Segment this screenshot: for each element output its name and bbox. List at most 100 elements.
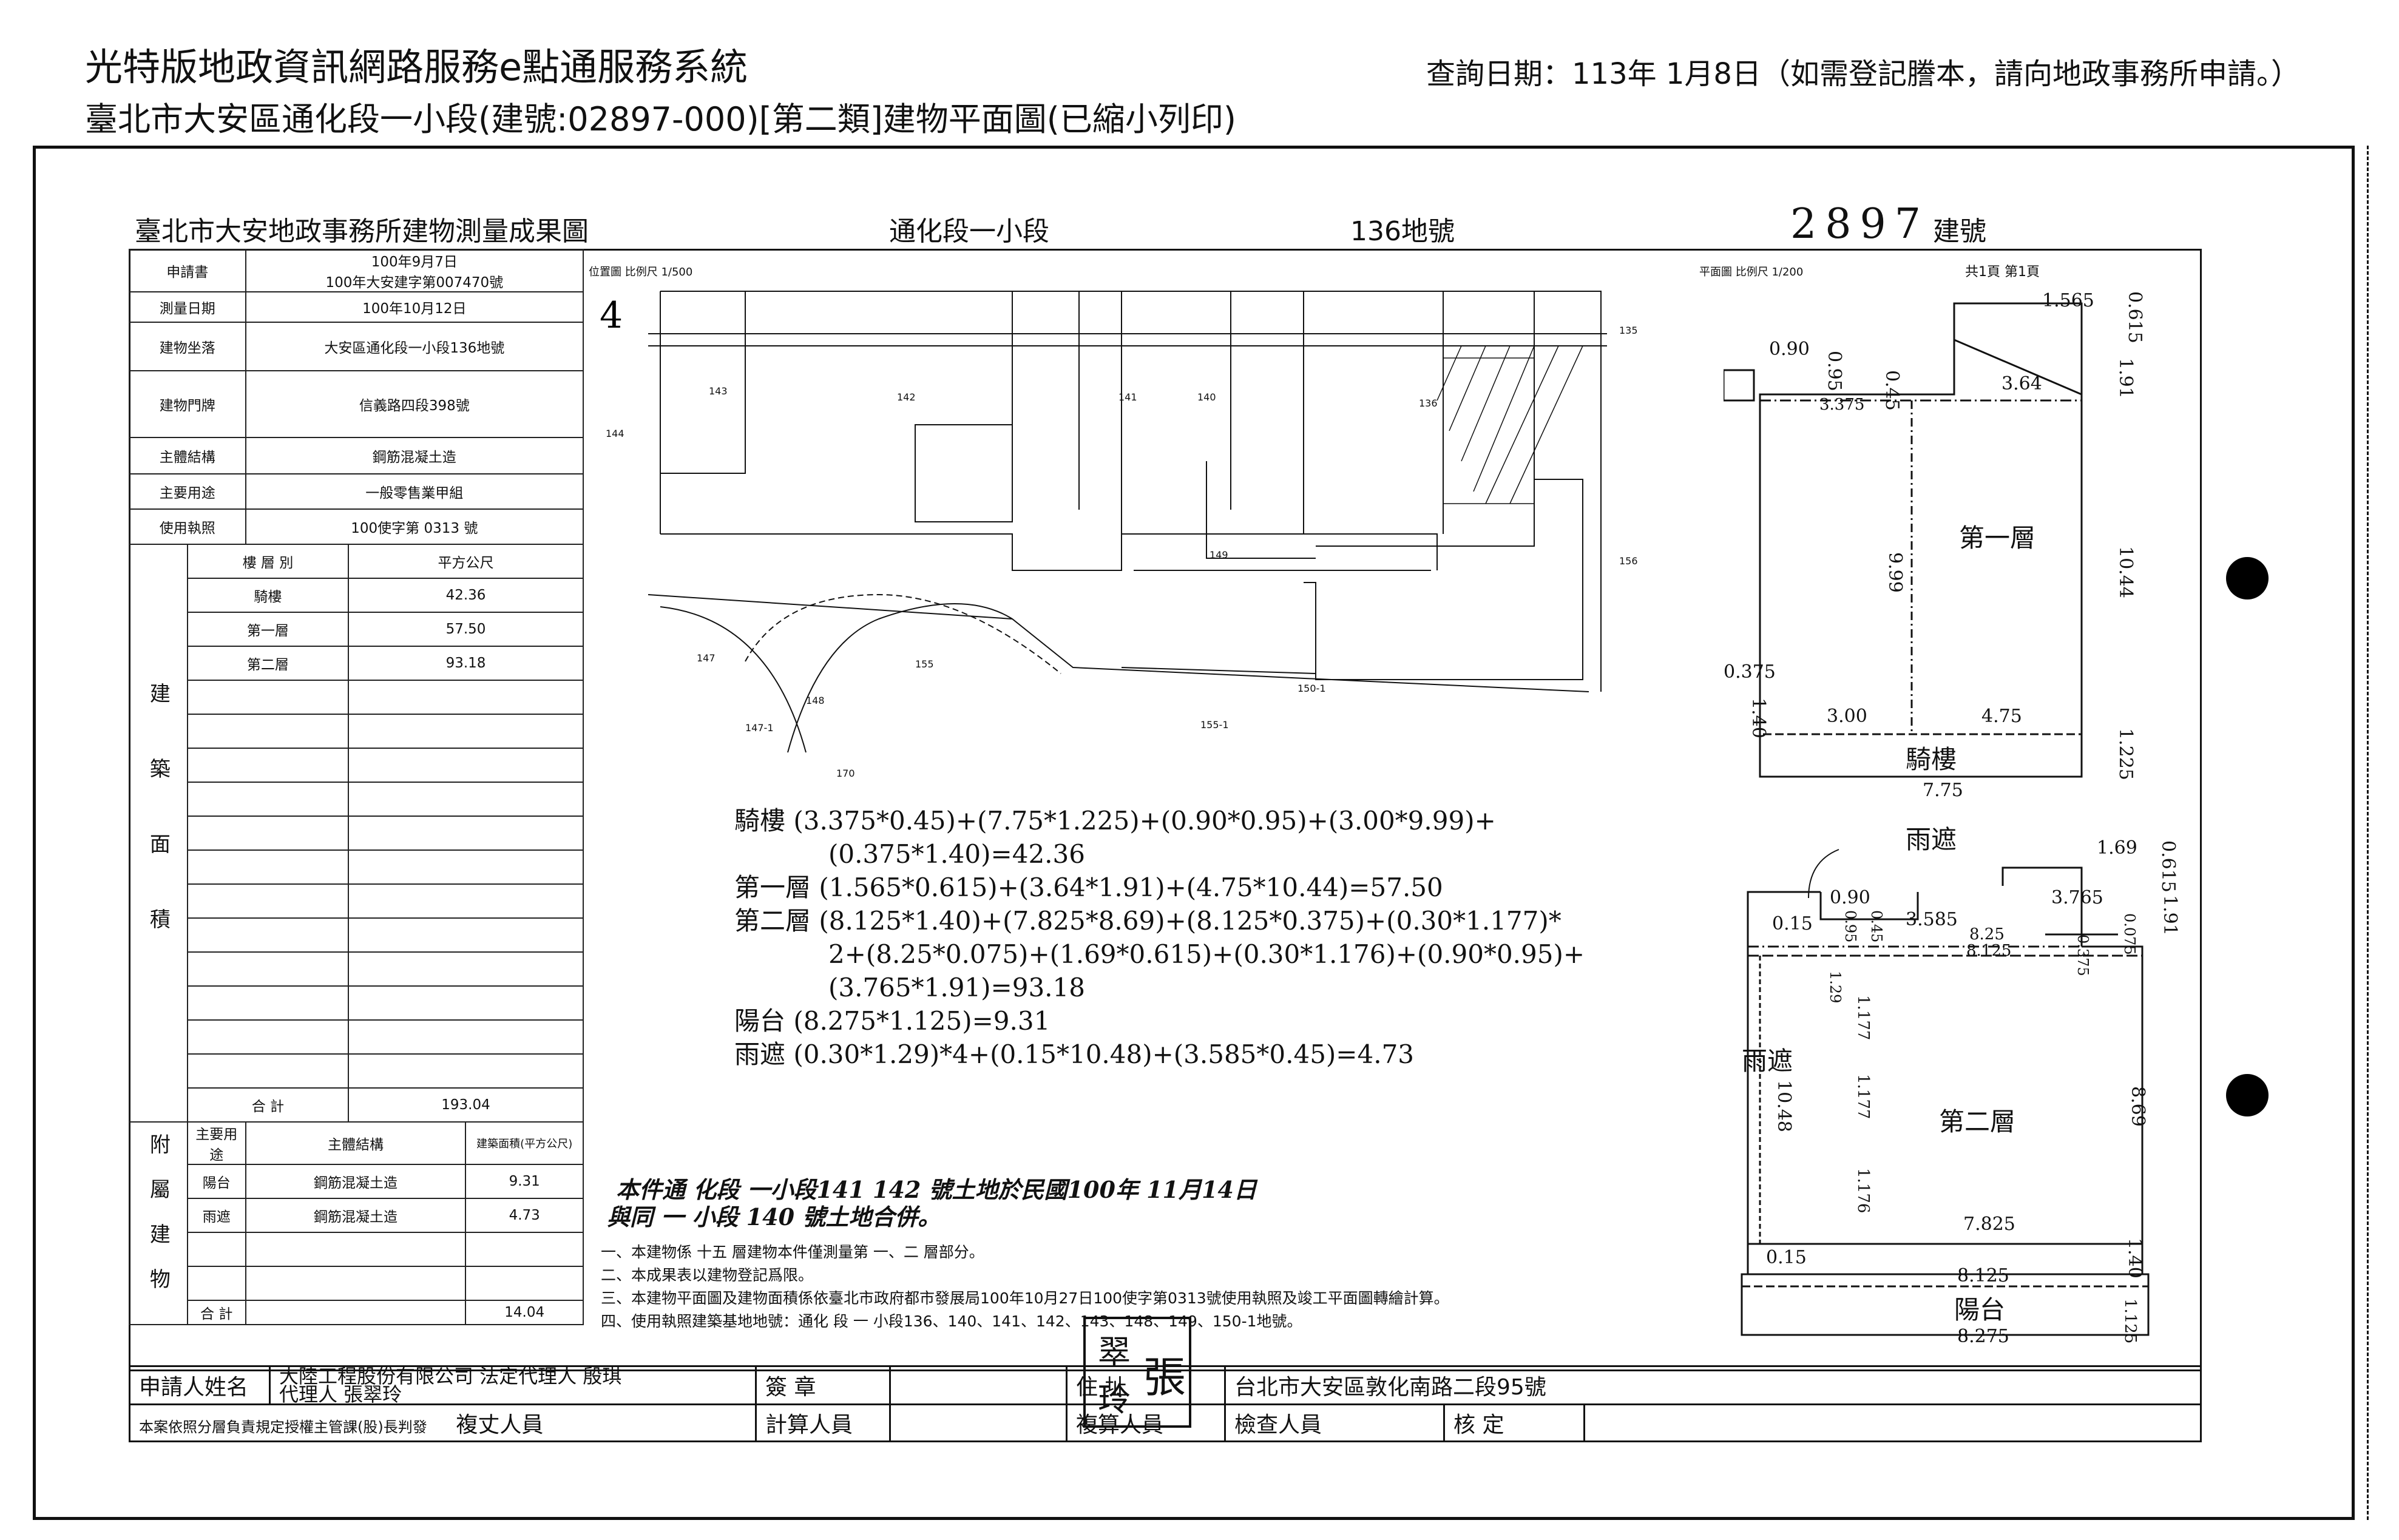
info-label: 測量日期 [129, 291, 246, 323]
area-floor: 第一層 [186, 612, 350, 647]
formula-line: (3.765*1.91)=93.18 [828, 973, 1085, 1002]
attached-header-area: 建築面積(平方公尺) [465, 1121, 584, 1165]
building-number-label: 建號 [1933, 216, 1986, 247]
table-row: 主體結構 鋼筋混凝土造 [129, 437, 584, 474]
dim-label: 1.177 [1854, 1074, 1872, 1120]
formula-line: 2+(8.25*0.075)+(1.69*0.615)+(0.30*1.176)… [828, 939, 1585, 969]
parcel-label: 136 [1419, 397, 1438, 409]
authority-text: 本案依照分層負責規定授權主管課(股)長判發 [139, 1419, 427, 1436]
info-value: 一般零售業甲組 [245, 473, 584, 510]
seal-label: 簽 章 [755, 1365, 891, 1405]
dim-label: 0.375 [2074, 934, 2091, 976]
attached-total-label: 合 計 [186, 1300, 246, 1325]
info-label: 主體結構 [129, 437, 246, 474]
area-value: 42.36 [348, 578, 584, 613]
attached-use: 陽台 [186, 1164, 246, 1199]
attached-structure: 鋼筋混凝土造 [245, 1164, 467, 1199]
dim-label: 10.48 [1773, 1080, 1795, 1132]
calc-staff-label: 計算人員 [755, 1403, 891, 1442]
note-line: 二、本成果表以建物登記爲限。 [601, 1266, 814, 1284]
dim-label: 3.00 [1827, 706, 1867, 727]
applicant-line: 大陸工程股份有限公司 法定代理人 殷琪 [279, 1365, 622, 1388]
page-count: 共1頁 第1頁 [1965, 265, 2040, 280]
table-row [129, 951, 584, 987]
authority-note: 本案依照分層負責規定授權主管課(股)長判發 複丈人員 [129, 1403, 757, 1442]
binder-hole-icon [2226, 1074, 2269, 1116]
seal-char: 翠 [1098, 1333, 1131, 1371]
copy-staff-label: 複丈人員 [456, 1413, 544, 1437]
dim-label: 1.225 [2115, 728, 2136, 780]
building-info-table: 申請書 100年9月7日 100年大安建字第007470號 測量日期 100年1… [129, 249, 584, 1325]
dim-label: 0.95 [1824, 351, 1845, 391]
info-label: 建物門牌 [129, 370, 246, 438]
location-map-scale: 位置圖 比例尺 1/500 [589, 266, 693, 279]
office-title: 臺北市大安地政事務所建物測量成果圖 [135, 216, 589, 247]
dim-label: 1.29 [1827, 971, 1844, 1004]
address-value: 台北市大安區敦化南路二段95號 [1224, 1365, 2202, 1405]
dim-label: 0.615 [2124, 291, 2145, 343]
table-row: 建築面積 樓 層 別 平方公尺 [129, 544, 584, 1123]
parcel-label: 156 [1619, 555, 1638, 567]
location-map: 4 143 142 141 140 136 135 144 149 156 14… [600, 291, 1638, 777]
table-row [129, 748, 584, 783]
perforation-edge [2367, 146, 2375, 1520]
dim-label: 3.765 [2051, 887, 2103, 908]
dim-label: 1.177 [1854, 995, 1872, 1041]
parcel-label: 144 [606, 428, 624, 439]
table-row: 本案依照分層負責規定授權主管課(股)長判發 複丈人員 計算人員 複算人員 檢查人… [129, 1403, 2202, 1442]
area-total-value: 193.04 [348, 1087, 584, 1123]
note-line: 三、本建物平面圖及建物面積係依臺北市政府都市發展局100年10月27日100使字… [601, 1289, 1449, 1307]
document-subtitle: 臺北市大安區通化段一小段(建號:02897-000)[第二類]建物平面圖(已縮小… [85, 100, 1236, 138]
dim-label: 3.585 [1906, 909, 1958, 930]
attached-use: 雨遮 [186, 1198, 246, 1233]
applicant-line: 代理人 張翠玲 [279, 1383, 402, 1406]
attached-section-label: 附屬建物 [146, 1133, 171, 1313]
floor1-label: 第一層 [1959, 523, 2036, 553]
dim-label: 1.40 [1748, 698, 1769, 738]
table-row [129, 714, 584, 749]
parcel-label: 141 [1118, 391, 1137, 403]
dim-label: 0.15 [1772, 913, 1813, 934]
area-value: 93.18 [348, 646, 584, 681]
parcel-label: 150-1 [1298, 683, 1326, 694]
info-label: 建物坐落 [129, 322, 246, 371]
dim-label: 3.64 [2001, 373, 2042, 394]
table-row: 主要用途 一般零售業甲組 [129, 473, 584, 510]
table-row [129, 1266, 584, 1301]
area-header-unit: 平方公尺 [348, 544, 584, 579]
table-row [129, 917, 584, 953]
info-value: 信義路四段398號 [245, 370, 584, 438]
dim-label: 8.125 [1957, 1265, 2009, 1286]
system-title: 光特版地政資訊網路服務e點通服務系統 [85, 45, 748, 89]
floor2-label: 第二層 [1939, 1107, 2016, 1136]
table-row: 合 計 14.04 [129, 1300, 584, 1325]
handwritten-remark: 與同 一 小段 140 號土地合併。 [607, 1203, 941, 1231]
parcel-label: 135 [1619, 325, 1638, 336]
note-line: 一、本建物係 十五 層建物本件僅測量第 一、二 層部分。 [601, 1243, 984, 1261]
table-row [129, 782, 584, 817]
dim-label: 1.69 [2097, 837, 2137, 859]
parcel-label: 147-1 [745, 722, 774, 734]
dim-label: 0.15 [1766, 1247, 1807, 1268]
dim-label: 1.91 [2115, 358, 2136, 399]
attached-header-structure: 主體結構 [245, 1121, 467, 1165]
parcel-label: 148 [806, 695, 825, 706]
area-section-label: 建築面積 [146, 683, 171, 984]
dim-label: 8.125 [1966, 942, 2012, 960]
applicant-label: 申請人姓名 [129, 1365, 271, 1405]
info-value: 100年9月7日 100年大安建字第007470號 [245, 249, 584, 292]
address-label: 住 址 [1066, 1365, 1226, 1405]
arcade-label: 騎樓 [1906, 745, 1957, 774]
dim-label: 1.565 [2042, 290, 2094, 311]
info-label: 使用執照 [129, 508, 246, 545]
parcel-label: 147 [697, 652, 716, 664]
table-row: 申請人姓名 大陸工程股份有限公司 法定代理人 殷琪 代理人 張翠玲 簽 章 住 … [129, 1365, 2202, 1406]
note-line: 四、使用執照建築基地地號：通化 段 一 小段136、140、141、142、14… [601, 1312, 1302, 1330]
info-value: 鋼筋混凝土造 [245, 437, 584, 474]
dim-label: 0.075 [2121, 913, 2138, 955]
attached-total-value: 14.04 [465, 1300, 584, 1325]
floor-plan-scale: 平面圖 比例尺 1/200 [1699, 266, 1804, 279]
parcel-label: 149 [1210, 549, 1228, 561]
area-floor: 騎樓 [186, 578, 350, 613]
